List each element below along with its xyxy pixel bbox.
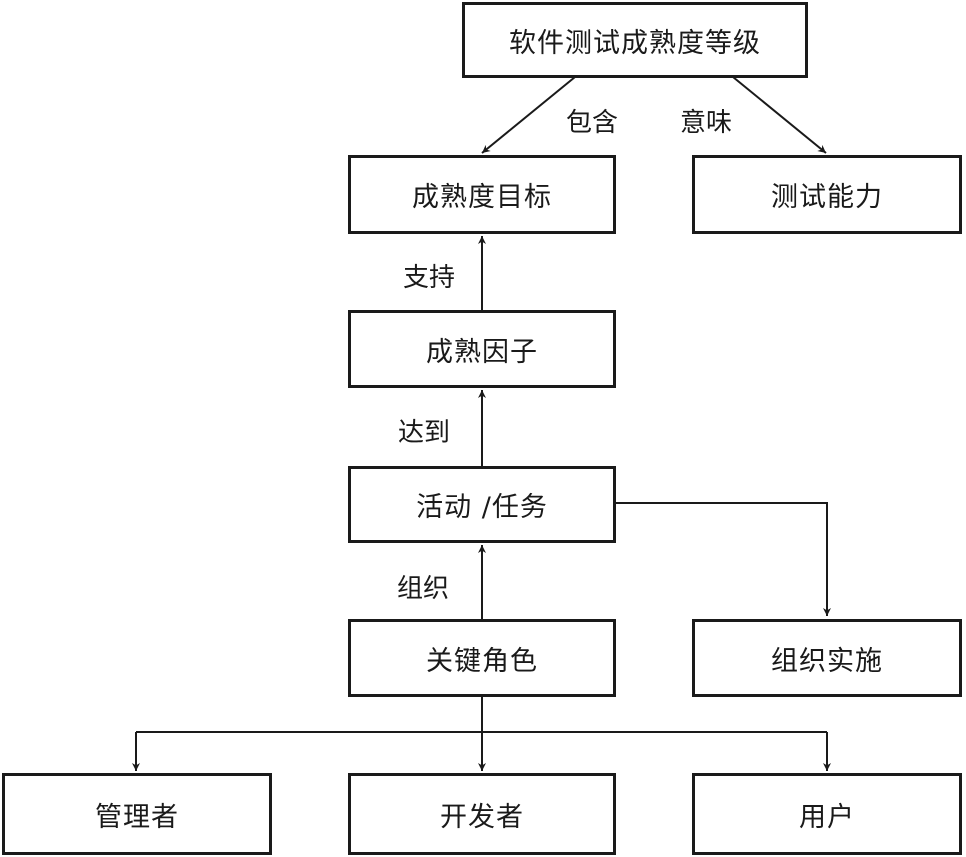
edge-root-goal	[481, 76, 576, 154]
edge-label-achieves: 达到	[398, 418, 451, 448]
node-user: 用户	[692, 773, 962, 855]
edge-label-organizes: 组织	[397, 574, 450, 604]
node-test-capability: 测试能力	[692, 155, 962, 234]
node-root: 软件测试成熟度等级	[462, 2, 808, 78]
node-developer: 开发者	[348, 773, 616, 855]
node-key-roles: 关键角色	[348, 619, 616, 697]
edge-root-capability	[732, 76, 827, 154]
node-maturity-factor: 成熟因子	[348, 310, 616, 388]
edge-label-implies: 意味	[680, 108, 733, 138]
node-manager: 管理者	[2, 773, 272, 855]
edge-label-supports: 支持	[403, 263, 456, 293]
edge-activity-implementation	[616, 502, 831, 616]
edge-label-contains: 包含	[566, 108, 619, 138]
node-implementation: 组织实施	[692, 619, 962, 697]
node-activity-task: 活动 /任务	[348, 466, 616, 543]
node-maturity-goal: 成熟度目标	[348, 155, 616, 234]
